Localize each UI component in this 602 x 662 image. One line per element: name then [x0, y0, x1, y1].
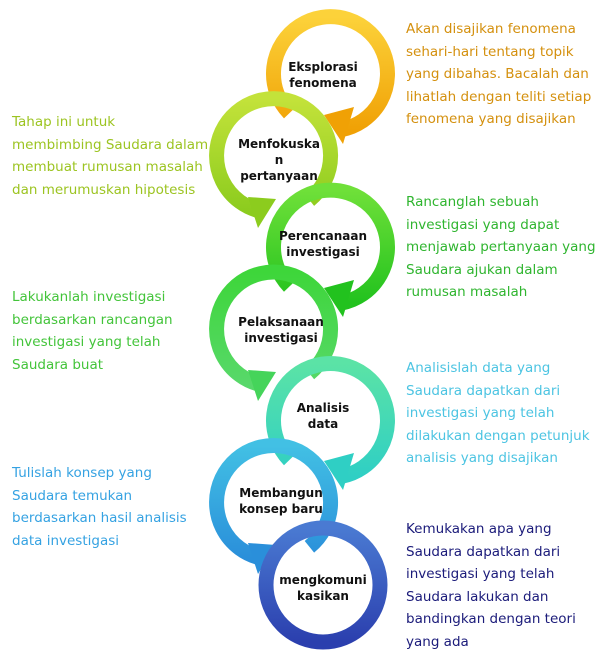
- step-description-7: Kemukakan apa yang Saudara dapatkan dari…: [406, 521, 576, 650]
- step-ring-5: [266, 356, 395, 490]
- step-label-4: Pelaksanaan investigasi: [238, 315, 324, 345]
- step-ring-7: [258, 520, 388, 650]
- step-label-5: Analisis data: [296, 401, 350, 431]
- step-ring-2: [209, 91, 339, 228]
- step-label-6: Membangun konsep baru: [239, 486, 323, 516]
- step-label-1: Eksplorasi fenomena: [288, 60, 358, 90]
- step-label-2: Menfokuska n pertanyaan: [238, 137, 320, 183]
- step-ring-3: [266, 182, 395, 317]
- step-description-2: Tahap ini untuk membimbing Saudara dalam…: [12, 114, 209, 198]
- step-description-6: Tulislah konsep yang Saudara temukan ber…: [12, 465, 187, 549]
- step-description-5: Analisislah data yang Saudara dapatkan d…: [406, 360, 590, 466]
- step-label-3: Perencanaan investigasi: [278, 229, 368, 259]
- step-description-3: Rancanglah sebuah investigasi yang dapat…: [406, 194, 596, 300]
- step-description-1: Akan disajikan fenomena sehari-hari tent…: [406, 21, 592, 127]
- step-ring-4: [209, 264, 339, 401]
- step-ring-1: [266, 9, 395, 144]
- step-description-4: Lakukanlah investigasi berdasarkan ranca…: [12, 289, 173, 373]
- step-label-7: mengkomuni kasikan: [279, 573, 367, 603]
